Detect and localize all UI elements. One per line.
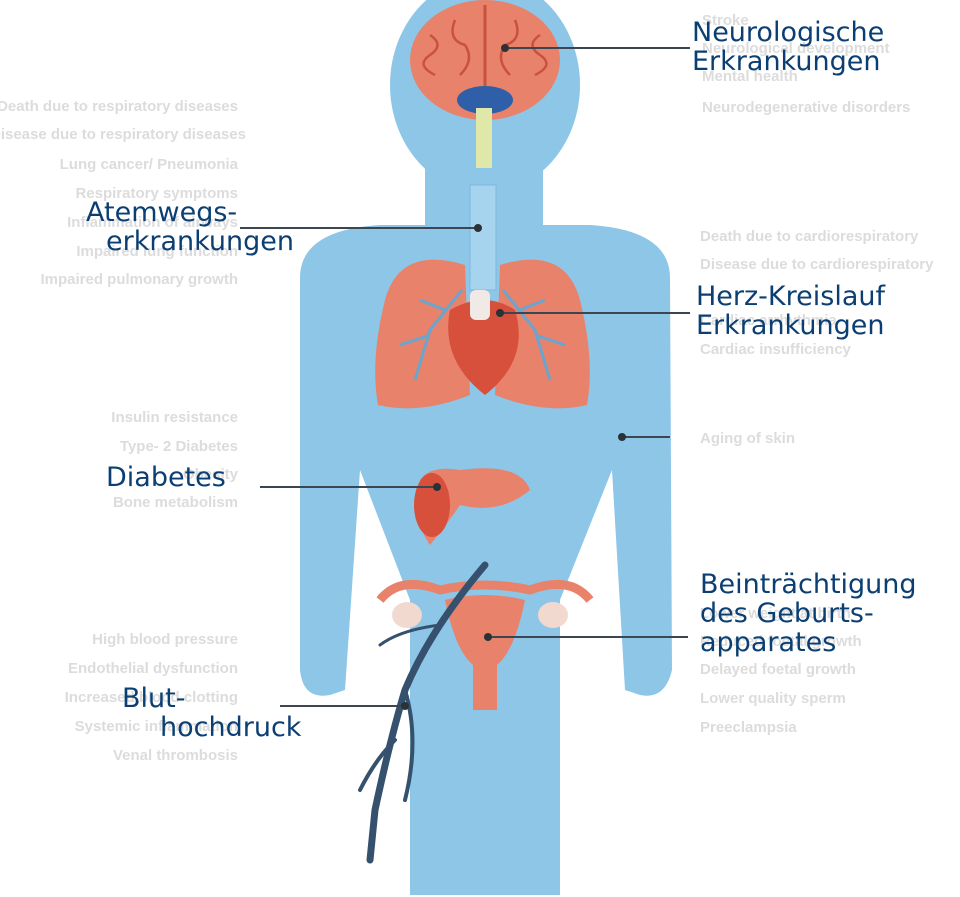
label-neuro-line2: Erkrankungen (692, 47, 884, 76)
bg-text-left-metab-1: Insulin resistance (0, 409, 238, 426)
label-atem: Atemwegs- erkrankungen (86, 198, 294, 256)
label-neuro-line1: Neurologische (692, 18, 884, 47)
bg-text-left-vasc-5: Venal thrombosis (0, 747, 238, 764)
label-geburt: Beinträchtigung des Geburts- apparates (700, 570, 917, 657)
bg-text-left-metab-4: Bone metabolism (0, 494, 238, 511)
bg-text-left-resp-1: Death due to respiratory diseases (0, 98, 238, 115)
label-blut-line2: hochdruck (160, 713, 301, 742)
bg-text-left-resp-7: Impaired pulmonary growth (0, 271, 238, 288)
bg-text-right-repro-3: Delayed foetal growth (700, 661, 856, 678)
bg-text-right-cardio-1: Death due to cardiorespiratory (700, 228, 918, 245)
bg-text-left-resp-2: Disease due to respiratory diseases (0, 126, 238, 143)
bg-text-left-vasc-2: Endothelial dysfunction (0, 660, 238, 677)
brain (410, 0, 560, 120)
label-atem-line1: Atemwegs- (86, 198, 294, 227)
label-geburt-line3: apparates (700, 628, 917, 657)
label-blut-line1: Blut- (122, 684, 301, 713)
spinal-cord (476, 108, 492, 168)
label-blut: Blut- hochdruck (122, 684, 301, 742)
label-atem-line2: erkrankungen (106, 227, 294, 256)
label-neuro: Neurologische Erkrankungen (692, 18, 884, 76)
label-herz: Herz-Kreislauf Erkrankungen (696, 282, 885, 340)
label-geburt-line1: Beinträchtigung (700, 570, 917, 599)
bg-text-right-skin-1: Aging of skin (700, 430, 795, 447)
label-geburt-line2: des Geburts- (700, 599, 917, 628)
bg-text-right-cardio-4: Cardiac insufficiency (700, 341, 851, 358)
bg-text-left-metab-2: Type- 2 Diabetes (0, 438, 238, 455)
trachea (470, 185, 496, 290)
label-herz-line1: Herz-Kreislauf (696, 282, 885, 311)
label-herz-line2: Erkrankungen (696, 311, 885, 340)
bg-text-left-vasc-1: High blood pressure (0, 631, 238, 648)
label-diab: Diabetes (106, 463, 226, 492)
label-diab-line1: Diabetes (106, 463, 226, 492)
bg-text-right-cardio-2: Disease due to cardiorespiratory (700, 256, 933, 273)
bg-text-right-neuro-4: Neurodegenerative disorders (702, 99, 910, 116)
bg-text-left-resp-3: Lung cancer/ Pneumonia (0, 156, 238, 173)
bg-text-right-repro-4: Lower quality sperm (700, 690, 846, 707)
bg-text-right-repro-5: Preeclampsia (700, 719, 797, 736)
